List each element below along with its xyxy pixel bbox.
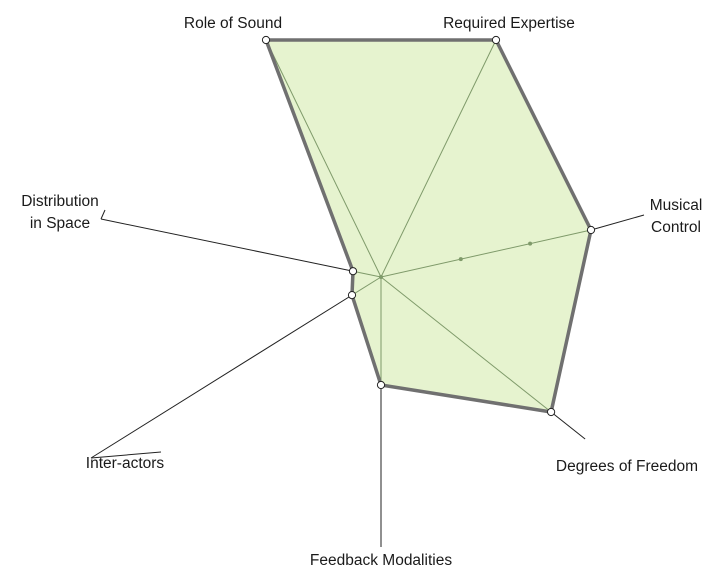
leader-musical_control bbox=[590, 214, 645, 231]
data-point-degrees_of_freedom bbox=[547, 407, 556, 417]
data-point-musical_control bbox=[586, 225, 596, 235]
inner-spoke-musical_control bbox=[380, 229, 592, 278]
axis-label-degrees_of_freedom: Degrees of Freedom bbox=[556, 458, 698, 475]
axis-label-line: Control bbox=[651, 219, 701, 236]
axis-label-inter_actors: Inter-actors bbox=[86, 455, 165, 472]
axis-label-line: Inter-actors bbox=[86, 455, 165, 472]
axis-label-line: Required Expertise bbox=[443, 15, 575, 32]
data-point-role_of_sound bbox=[261, 35, 271, 45]
data-point-required_expertise bbox=[491, 35, 501, 45]
leader-inter_actors bbox=[90, 451, 162, 459]
leader-distribution_in_space bbox=[100, 209, 106, 220]
axis-label-line: in Space bbox=[30, 215, 90, 232]
data-points bbox=[261, 35, 596, 417]
spoke-distribution_in_space bbox=[100, 218, 382, 278]
center-point bbox=[379, 275, 383, 279]
inner-spoke-role_of_sound bbox=[265, 39, 382, 278]
inner-spoke-distribution_in_space bbox=[352, 270, 382, 278]
data-point-inter_actors bbox=[347, 291, 357, 300]
inner-spoke-degrees_of_freedom bbox=[380, 276, 552, 413]
axis-label-role_of_sound: Role of Sound bbox=[184, 15, 282, 32]
data-area bbox=[266, 40, 591, 412]
axis-tick-marks bbox=[379, 241, 533, 279]
data-point-distribution_in_space bbox=[348, 267, 358, 276]
tick-mark-2 bbox=[528, 241, 533, 246]
axis-label-distribution_in_space: Distribution in Space bbox=[21, 193, 99, 232]
inner-spoke-required_expertise bbox=[380, 39, 497, 278]
axis-label-line: Feedback Modalities bbox=[310, 552, 452, 569]
axis-label-line: Distribution bbox=[21, 193, 99, 210]
spoke-inter_actors bbox=[90, 276, 382, 459]
axis-label-feedback_modalities: Feedback Modalities bbox=[310, 552, 452, 569]
axis-label-line: Role of Sound bbox=[184, 15, 282, 32]
data-point-feedback_modalities bbox=[376, 380, 386, 390]
inner-spokes bbox=[265, 39, 592, 413]
axis-label-line: Musical bbox=[650, 197, 703, 214]
axis-label-line: Degrees of Freedom bbox=[556, 458, 698, 475]
tick-mark-1 bbox=[458, 257, 463, 262]
inner-spoke-inter_actors bbox=[351, 276, 382, 296]
axis-label-required_expertise: Required Expertise bbox=[443, 15, 575, 32]
